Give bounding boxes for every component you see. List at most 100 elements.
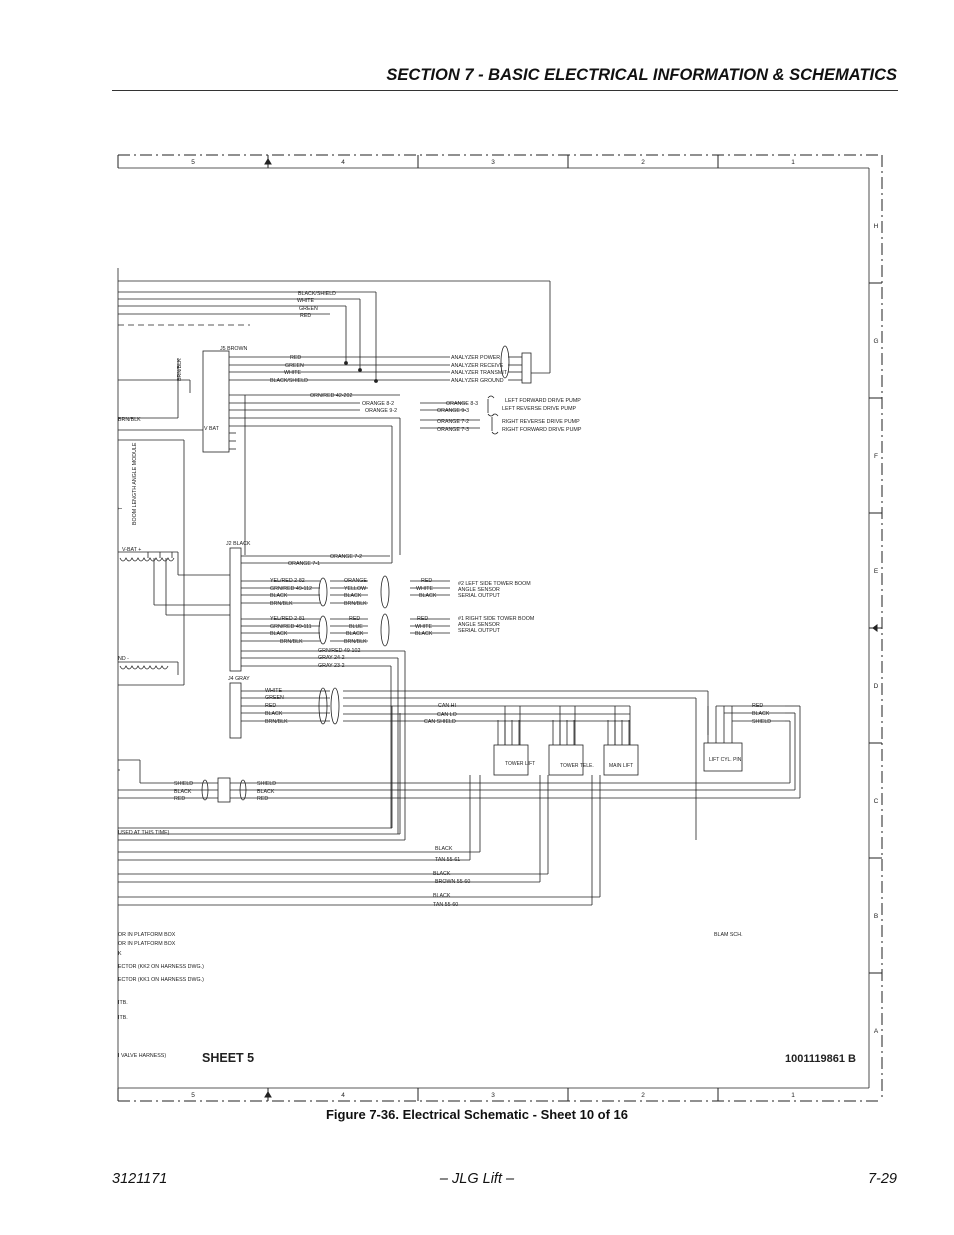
pump-label: LEFT REVERSE DRIVE PUMP xyxy=(502,406,577,412)
col-label: 5 xyxy=(191,159,195,166)
pump-wire-label: ORANGE 8-2 xyxy=(362,401,394,407)
j4-wire-label: BRN/BLK xyxy=(265,719,288,725)
top-wire-label: GREEN xyxy=(299,306,318,312)
j2-wire-label: GRAY 23-2 xyxy=(318,663,345,669)
j2-wire-label: GRAY 24-2 xyxy=(318,655,345,661)
note-label: ITB. xyxy=(118,1015,128,1021)
note-label: OR IN PLATFORM BOX xyxy=(118,932,176,938)
module-label: BOOM LENGTH ANGLE MODULE xyxy=(132,442,138,525)
j2-wire-label: BLACK xyxy=(270,631,288,637)
can-label: CAN HI xyxy=(438,703,456,709)
box-label: MAIN LIFT xyxy=(609,763,633,769)
row-label: H xyxy=(874,223,879,230)
frame-row-labels: H G F E D C B A xyxy=(873,223,878,1035)
shield-label: RED xyxy=(257,796,268,802)
note-label: ECTOR (KK1 ON HARNESS DWG.) xyxy=(118,977,204,983)
footer-doc-number: 3121171 xyxy=(112,1171,168,1187)
note-label: ECTOR (KK2 ON HARNESS DWG.) xyxy=(118,964,204,970)
pump-wire-label: ORANGE 9-3 xyxy=(437,408,469,414)
bottom-wire-label: TAN 55-61 xyxy=(435,857,460,863)
note-label: ITB. xyxy=(118,1000,128,1006)
col-label: 1 xyxy=(791,1092,795,1099)
j4-wire-label: BLACK xyxy=(265,711,283,717)
analyzer-label: ANALYZER POWER xyxy=(451,355,500,361)
shield-label: SHIELD xyxy=(174,781,193,787)
analyzer-label: ANALYZER RECEIVE xyxy=(451,363,504,369)
row-label: A xyxy=(874,1028,879,1035)
j2-wire-label: BRN/BLK xyxy=(280,639,303,645)
row-label: B xyxy=(874,913,878,920)
j2-wire-label: BRN/BLK xyxy=(344,601,367,607)
j2-label: J2 BLACK xyxy=(226,541,251,547)
j2-wire-label: GRN/RED 49-112 xyxy=(270,586,312,592)
j2-wire-label: BLACK xyxy=(415,631,433,637)
j2-wire-label: BLUE xyxy=(349,624,363,630)
j2-wire-label: RED xyxy=(349,616,360,622)
pump-wire-label: ORANGE 8-3 xyxy=(446,401,478,407)
gnd-label: ND - xyxy=(118,656,129,662)
j2-wire-label: BRN/BLK xyxy=(270,601,293,607)
sensor-label: ANGLE SENSOR xyxy=(458,622,500,628)
shield-label: BLACK xyxy=(257,789,275,795)
orn-wire-label: ORN/RED 42-202 xyxy=(310,393,352,399)
bottom-wire-label: BLACK xyxy=(435,846,453,852)
pump-wire-label: ORANGE 7-3 xyxy=(437,427,469,433)
j2-wire-label: WHITE xyxy=(415,624,433,630)
col-label: 4 xyxy=(341,1092,345,1099)
j2-wire-label: BLACK xyxy=(419,593,437,599)
lift-pin-wire-label: SHIELD xyxy=(752,719,771,725)
j2-wire-label: RED xyxy=(417,616,428,622)
j2-wire-label: YELLOW xyxy=(344,586,366,592)
j4-wire-label: RED xyxy=(265,703,276,709)
j5-wire-label: WHITE xyxy=(284,370,302,376)
can-label: CAN SHIELD xyxy=(424,719,456,725)
header-rule xyxy=(112,90,898,91)
blam-label: BLAM SCH. xyxy=(714,932,743,938)
col-label: 1 xyxy=(791,159,795,166)
box-label: LIFT CYL. PIN xyxy=(709,757,742,763)
j2-wire-label: ORANGE 7-1 xyxy=(288,561,320,567)
drawing-number: 1001119861 B xyxy=(785,1053,856,1065)
j2-wire-label: YEL/RED 2-81 xyxy=(270,616,305,622)
bottom-wire-label: BLACK xyxy=(433,871,451,877)
drawing-frame xyxy=(117,154,883,1102)
col-label: 4 xyxy=(341,159,345,166)
j2-wire-label: RED xyxy=(421,578,432,584)
vbat-label: V BAT xyxy=(204,426,220,432)
sensor-label: SERIAL OUTPUT xyxy=(458,628,501,634)
note-label: OR IN PLATFORM BOX xyxy=(118,941,176,947)
schematic-labels: BLACK/SHIELD WHITE GREEN RED J5 BROWN V … xyxy=(118,291,856,1065)
connector-symbols xyxy=(201,345,510,801)
row-label: F xyxy=(874,453,878,460)
note-label: I VALVE HARNESS) xyxy=(118,1053,166,1059)
can-label: CAN LO xyxy=(437,712,457,718)
j2-wire-label: ORANGE xyxy=(344,578,367,584)
col-label: 5 xyxy=(191,1092,195,1099)
footer-page-number: 7-29 xyxy=(867,1171,897,1187)
top-wire-label: WHITE xyxy=(297,298,315,304)
j2-wire-label: GRN/RED 49-111 xyxy=(270,624,312,630)
top-wire-label: BLACK/SHIELD xyxy=(298,291,336,297)
j2-wire-label: YEL/RED 2-82 xyxy=(270,578,305,584)
row-label: D xyxy=(874,683,879,690)
j2-wire-label: ORANGE 7-2 xyxy=(330,554,362,560)
j4-wire-label: GREEN xyxy=(265,695,284,701)
sensor-label: SERIAL OUTPUT xyxy=(458,593,501,599)
j5-wire-label: GREEN xyxy=(285,363,304,369)
vbat-plus-label: V-BAT + xyxy=(122,547,141,553)
row-label: G xyxy=(873,338,878,345)
wiring xyxy=(117,268,801,1088)
shield-label: RED xyxy=(174,796,185,802)
frame-column-labels: 5 4 3 2 1 5 4 3 2 1 xyxy=(191,159,795,1099)
section-title: SECTION 7 - BASIC ELECTRICAL INFORMATION… xyxy=(386,66,897,84)
analyzer-label: ANALYZER TRANSMIT xyxy=(451,370,508,376)
sensor-label: #1 RIGHT SIDE TOWER BOOM xyxy=(458,616,534,622)
j4-wire-label: WHITE xyxy=(265,688,283,694)
sheet-label: SHEET 5 xyxy=(202,1051,254,1065)
box-label: TOWER LIFT xyxy=(505,761,535,767)
module-marker: T xyxy=(118,506,124,510)
lift-pin-wire-label: RED xyxy=(752,703,763,709)
bottom-wire-label: TAN 55-60 xyxy=(433,902,458,908)
figure-caption: Figure 7-36. Electrical Schematic - Shee… xyxy=(325,1107,628,1122)
j5-wire-label: RED xyxy=(290,355,301,361)
